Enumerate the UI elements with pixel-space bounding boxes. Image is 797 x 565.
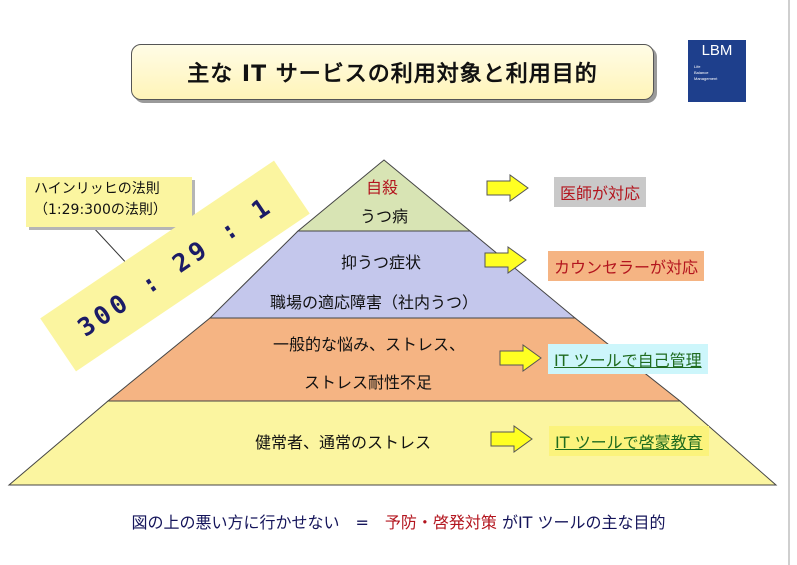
- lbm-logo: LBM Life Balance Management: [688, 40, 746, 102]
- arrow-3: [499, 344, 542, 372]
- level-second-line1: 抑うつ症状: [341, 253, 422, 272]
- arrow-1: [486, 174, 529, 202]
- arrow-2: [484, 246, 527, 274]
- footer-part2: がIT ツールの主な目的: [496, 513, 666, 532]
- right-edge-line: [788, 0, 790, 565]
- response-education: IT ツールで啓蒙教育: [549, 426, 709, 456]
- level-third-line2: ストレス耐性不足: [304, 373, 433, 392]
- page-title-text: 主な IT サービスの利用対象と利用目的: [187, 62, 598, 87]
- level-bottom-line1: 健常者、通常のストレス: [255, 433, 432, 452]
- note-line-1: ハインリッヒの法則: [34, 181, 160, 197]
- page-title: 主な IT サービスの利用対象と利用目的: [131, 44, 654, 100]
- level-third-line1: 一般的な悩み、ストレス、: [273, 335, 466, 354]
- note-pointer: [91, 225, 131, 268]
- heinrich-law-note: ハインリッヒの法則 （1:29:300の法則）: [26, 177, 192, 227]
- footer-statement: 図の上の悪い方に行かせない = 予防・啓発対策 がIT ツールの主な目的: [0, 509, 797, 533]
- pyramid-level-bottom: [7, 400, 778, 486]
- logo-brand: LBM: [701, 42, 733, 59]
- logo-tagline: Life Balance Management: [694, 64, 718, 81]
- note-line-2: （1:29:300の法則）: [34, 202, 167, 218]
- level-top-line1: 自殺: [366, 178, 399, 197]
- response-counselor: カウンセラーが対応: [548, 251, 705, 281]
- arrow-4: [490, 425, 533, 453]
- level-second-line2: 職場の適応障害（社内うつ）: [270, 293, 479, 312]
- footer-part1: 図の上の悪い方に行かせない =: [131, 513, 385, 532]
- level-top-line2: うつ病: [360, 207, 409, 226]
- response-doctor: 医師が対応: [554, 177, 647, 207]
- footer-accent: 予防・啓発対策: [384, 513, 497, 532]
- response-self-management: IT ツールで自己管理: [548, 344, 708, 374]
